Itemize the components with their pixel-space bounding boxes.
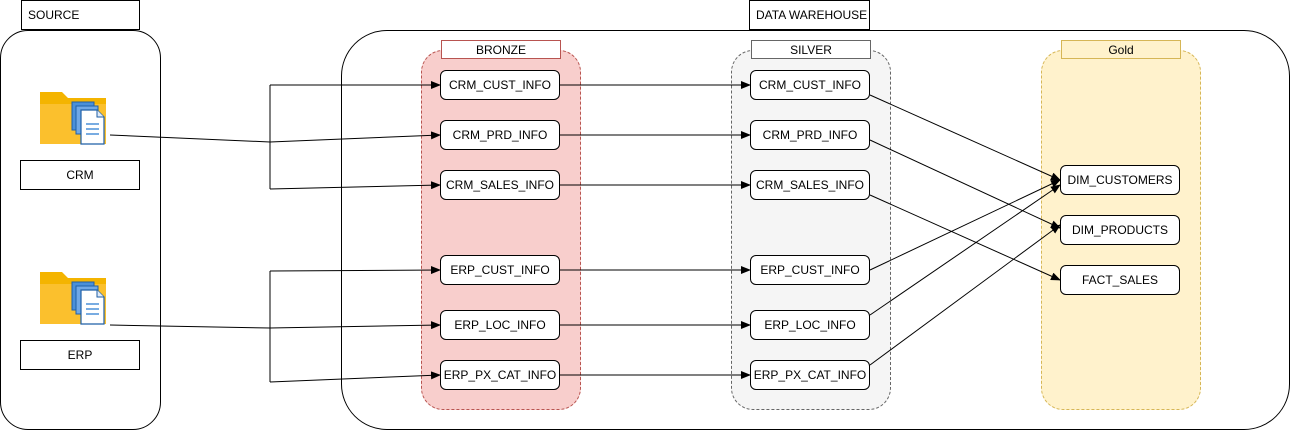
- silver-node-erp-loc-info[interactable]: ERP_LOC_INFO: [750, 310, 870, 340]
- bronze-node-crm-cust-info[interactable]: CRM_CUST_INFO: [440, 70, 560, 100]
- wire-s2g-erp-pxcat: [869, 224, 1061, 366]
- crm-folder-icon: [38, 86, 112, 148]
- warehouse-container: [341, 30, 1290, 430]
- source-container: [0, 30, 161, 430]
- silver-layer: [731, 50, 891, 410]
- wire-crm-sales: [269, 181, 441, 190]
- crm-source-label: CRM: [20, 160, 140, 190]
- silver-node-crm-prd-info[interactable]: CRM_PRD_INFO: [750, 120, 870, 150]
- wire-s2g-erp-loc: [869, 184, 1061, 316]
- silver-node-erp-cust-info[interactable]: ERP_CUST_INFO: [750, 255, 870, 285]
- silver-node-crm-cust-info[interactable]: CRM_CUST_INFO: [750, 70, 870, 100]
- bronze-node-crm-sales-info[interactable]: CRM_SALES_INFO: [440, 170, 560, 200]
- bronze-node-erp-px-cat-info[interactable]: ERP_PX_CAT_INFO: [440, 360, 560, 390]
- wire-s2g-erp-cust: [869, 179, 1061, 271]
- source-title: SOURCE: [21, 0, 140, 30]
- erp-source-label: ERP: [20, 340, 140, 370]
- gold-node-fact-sales[interactable]: FACT_SALES: [1060, 265, 1180, 295]
- wire-s2g-crm-sales: [869, 194, 1061, 281]
- wire-s2g-crm-prd: [869, 139, 1061, 229]
- wire-erp-pxcat: [269, 371, 441, 383]
- bronze-node-erp-loc-info[interactable]: ERP_LOC_INFO: [440, 310, 560, 340]
- wire-crm-source: [109, 134, 271, 143]
- silver-node-crm-sales-info[interactable]: CRM_SALES_INFO: [750, 170, 870, 200]
- wire-erp-source: [109, 324, 271, 329]
- wire-erp-cust: [269, 266, 441, 275]
- wire-erp-loc: [269, 321, 441, 330]
- bronze-layer-title: BRONZE: [441, 40, 561, 59]
- bronze-node-crm-prd-info[interactable]: CRM_PRD_INFO: [440, 120, 560, 150]
- silver-layer-title: SILVER: [751, 40, 871, 59]
- bronze-node-erp-cust-info[interactable]: ERP_CUST_INFO: [440, 255, 560, 285]
- gold-layer-title: Gold: [1061, 40, 1181, 59]
- gold-node-dim-customers[interactable]: DIM_CUSTOMERS: [1060, 165, 1180, 195]
- wire-s2g-crm-cust: [869, 94, 1061, 181]
- wire-crm-prd: [269, 131, 441, 143]
- warehouse-title: DATA WAREHOUSE: [749, 0, 870, 30]
- bronze-layer: [421, 50, 581, 410]
- erp-folder-icon: [38, 266, 112, 328]
- gold-node-dim-products[interactable]: DIM_PRODUCTS: [1060, 215, 1180, 245]
- silver-node-erp-px-cat-info[interactable]: ERP_PX_CAT_INFO: [750, 360, 870, 390]
